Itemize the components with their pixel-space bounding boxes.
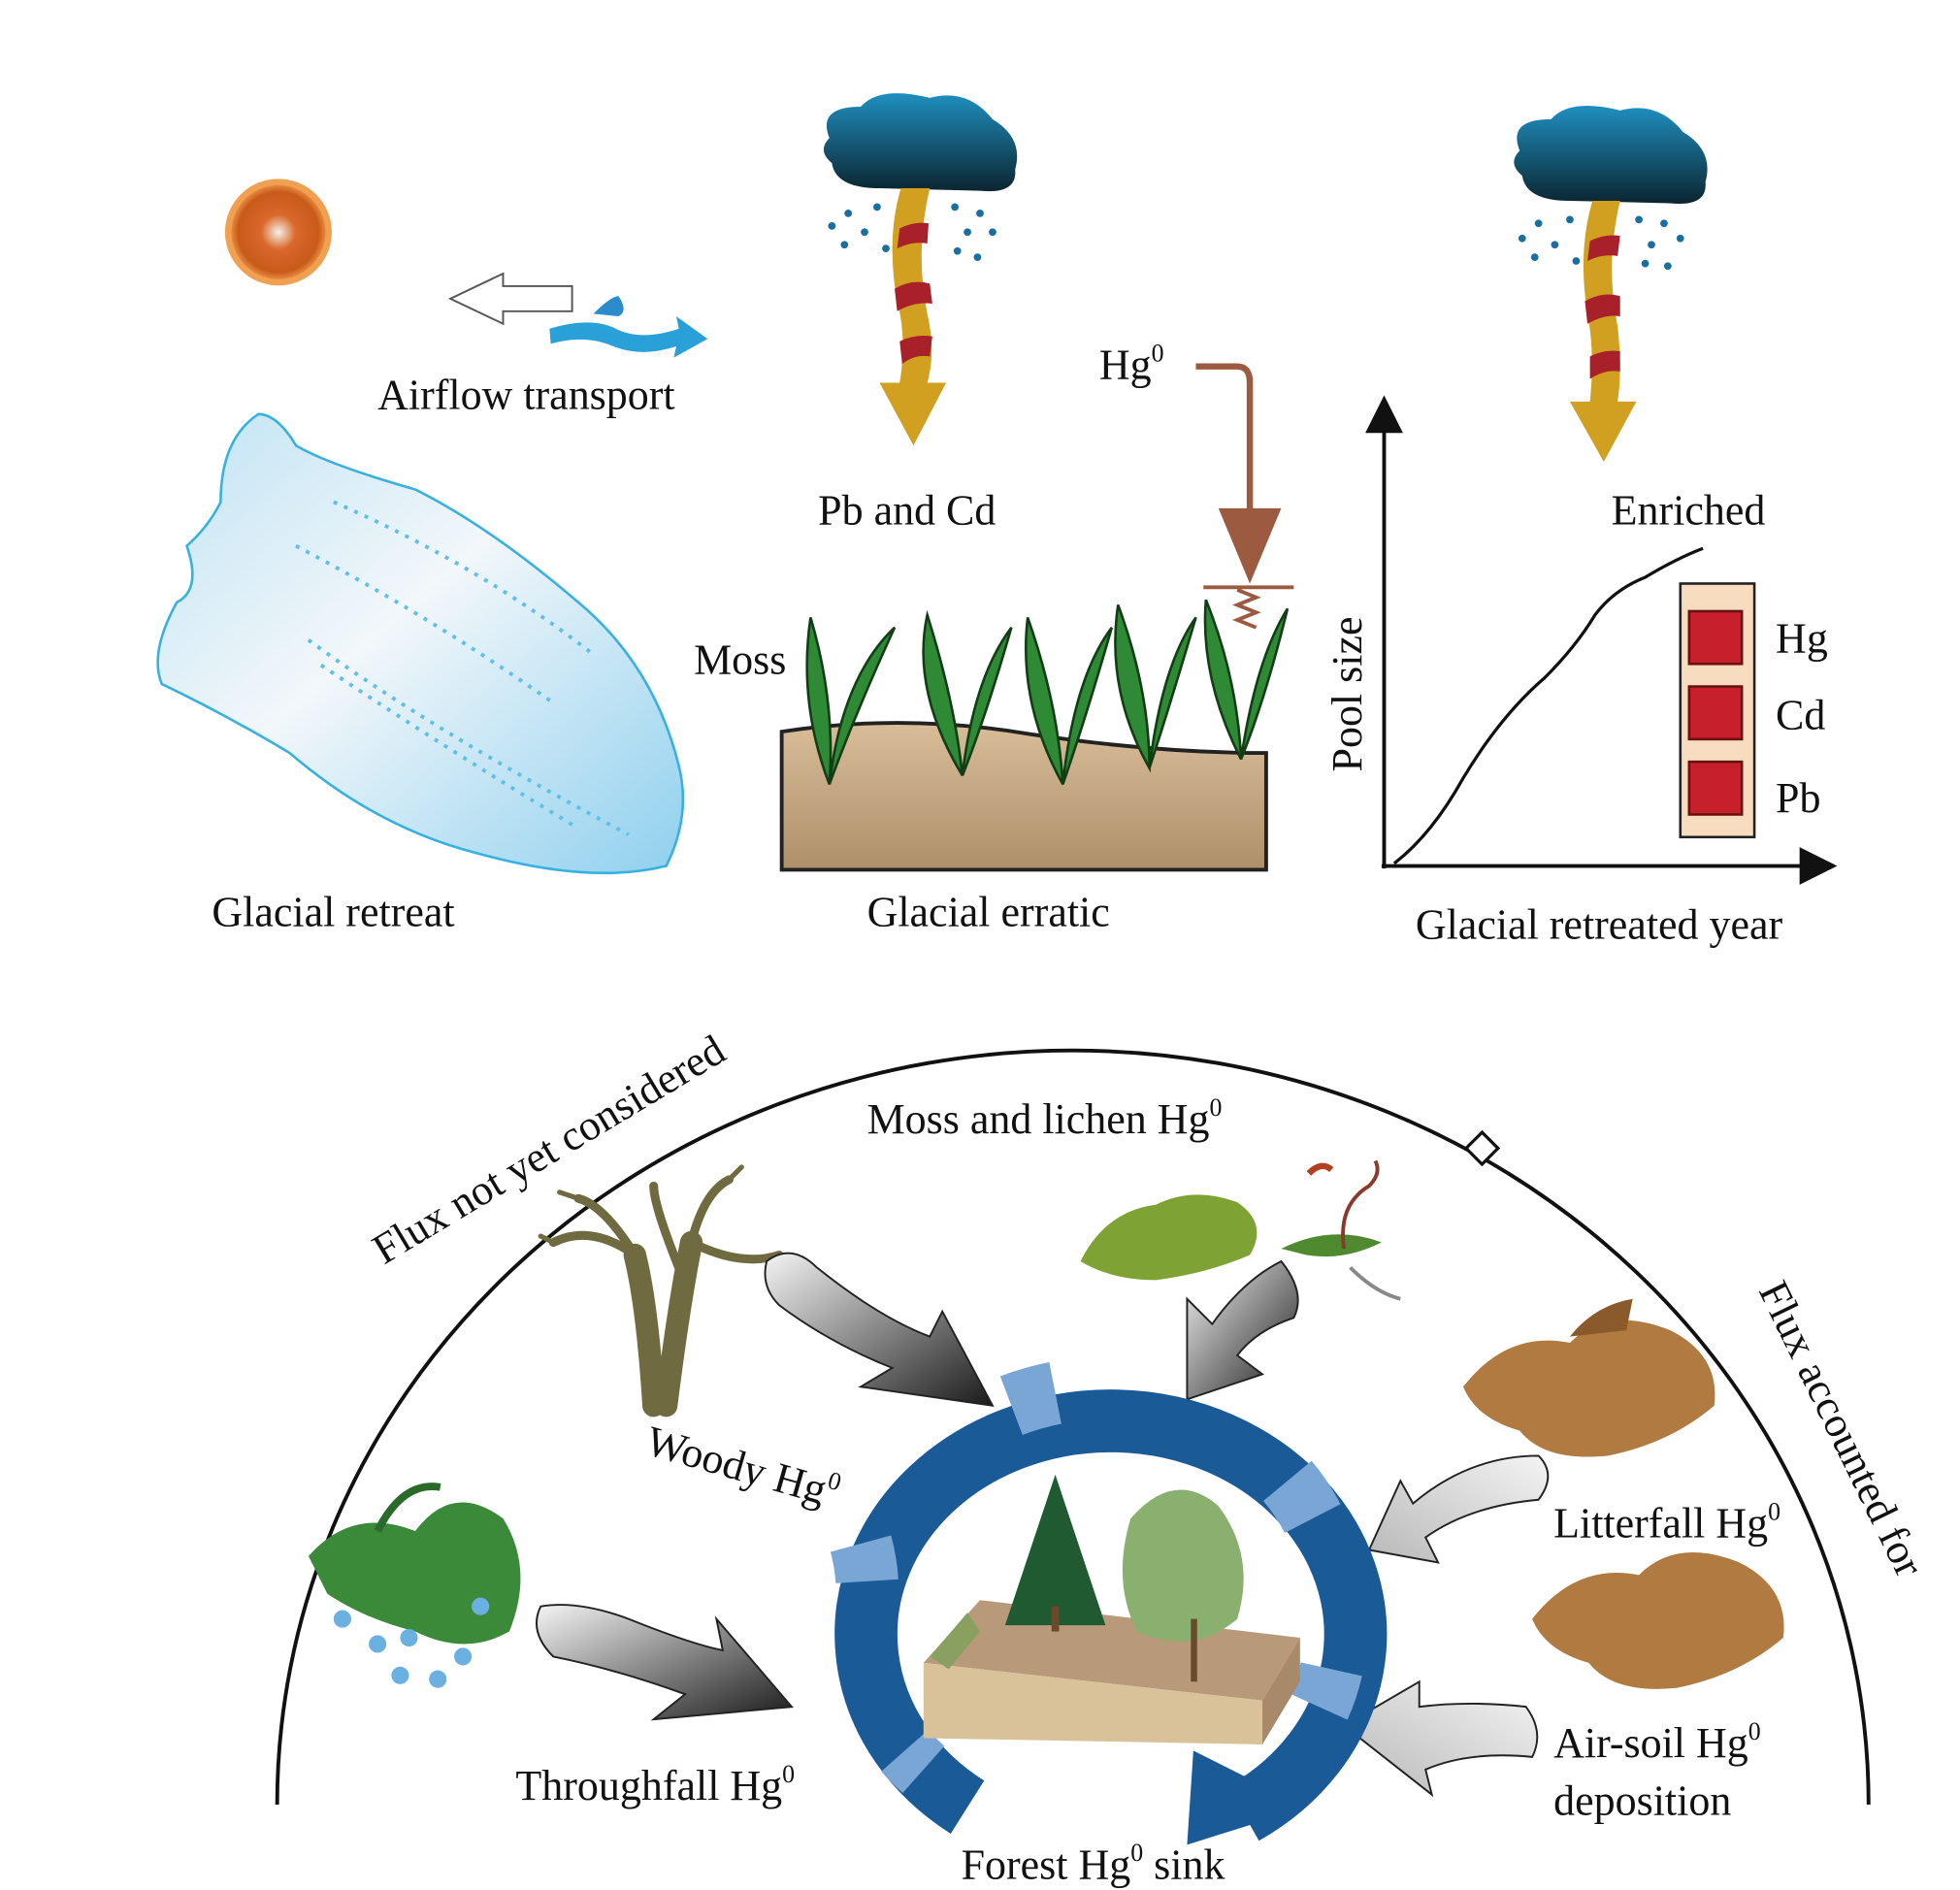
glacial-retreat-label: Glacial retreat bbox=[212, 889, 454, 936]
legend-swatch-cd bbox=[1687, 685, 1744, 741]
rain-cloud-icon-2 bbox=[1514, 106, 1708, 271]
litterfall-flux-arrow-icon bbox=[1367, 1454, 1550, 1564]
hg0-arrowhead-icon bbox=[1218, 507, 1282, 584]
pool-size-label: Pool size bbox=[1323, 616, 1371, 771]
glacier-illustration bbox=[156, 412, 685, 875]
legend-swatch-hg bbox=[1687, 609, 1744, 666]
flux-accounted-for-label: Flux accounted for bbox=[1749, 1274, 1934, 1584]
forest-hg0-sink-label: Forest Hg0 sink bbox=[962, 1839, 1225, 1888]
pool-size-curve bbox=[1392, 546, 1704, 865]
pool-size-graph: Pool size Glacial retreated year Hg Cd P… bbox=[1323, 395, 1838, 949]
water-drop-icon bbox=[593, 296, 624, 316]
moss-plants bbox=[805, 599, 1290, 786]
glacial-retreated-year-label: Glacial retreated year bbox=[1416, 901, 1783, 949]
forest-trees-icon bbox=[1004, 1474, 1244, 1682]
airflow-transport-label: Airflow transport bbox=[377, 372, 674, 419]
pb-and-cd-label: Pb and Cd bbox=[818, 487, 996, 535]
lichen-moss-icon bbox=[1080, 1159, 1401, 1301]
dead-tree-icon bbox=[538, 1164, 784, 1418]
glacier-crevasses bbox=[295, 500, 630, 836]
hg0-deposition-arrow-icon bbox=[1195, 363, 1254, 515]
enriched-deposition-arrow-icon bbox=[1569, 200, 1637, 463]
deposition-label: deposition bbox=[1553, 1776, 1731, 1824]
boundary-diamond-marker bbox=[1463, 1129, 1501, 1167]
woody-hg0-label: Woody Hg0 bbox=[641, 1415, 845, 1516]
legend-swatch-pb bbox=[1687, 760, 1744, 816]
sun-icon bbox=[224, 179, 332, 286]
moss-label: Moss bbox=[694, 636, 786, 684]
hg0-zigzag-icon bbox=[1203, 585, 1294, 630]
throughfall-flux-arrow-icon bbox=[536, 1604, 794, 1721]
legend-label-pb: Pb bbox=[1776, 774, 1820, 822]
air-soil-flux-arrow-icon bbox=[1342, 1679, 1539, 1798]
flux-boundary-arc bbox=[275, 1048, 1871, 1806]
left-airflow-arrow-icon bbox=[447, 272, 573, 326]
litter-leaves-icon bbox=[1462, 1298, 1715, 1457]
forest-soil-block-icon bbox=[923, 1600, 1300, 1744]
forest-sink-cycle-ring bbox=[830, 1362, 1388, 1845]
pb-cd-deposition-arrow-icon bbox=[879, 188, 947, 446]
glacial-erratic-soil bbox=[779, 721, 1268, 872]
glacial-erratic-label: Glacial erratic bbox=[867, 889, 1110, 936]
legend-swatches bbox=[1687, 609, 1744, 816]
moss-lichen-flux-arrow-icon bbox=[1186, 1259, 1299, 1401]
moss-lichen-hg0-label: Moss and lichen Hg0 bbox=[867, 1093, 1223, 1143]
air-soil-hg0-label: Air-soil Hg0 bbox=[1553, 1717, 1761, 1767]
throughfall-hg0-label: Throughfall Hg0 bbox=[515, 1760, 795, 1809]
blue-wind-arrow-icon bbox=[549, 315, 708, 358]
legend-label-cd: Cd bbox=[1776, 692, 1825, 739]
woody-flux-arrow-icon bbox=[764, 1252, 995, 1407]
enriched-label: Enriched bbox=[1612, 487, 1766, 535]
rain-cloud-icon bbox=[823, 93, 1018, 262]
throughfall-plant-icon bbox=[308, 1483, 521, 1688]
litterfall-hg0-label: Litterfall Hg0 bbox=[1553, 1497, 1780, 1547]
air-soil-leaves-icon bbox=[1532, 1552, 1784, 1689]
hg0-label: Hg0 bbox=[1099, 340, 1164, 389]
legend-label-hg: Hg bbox=[1776, 615, 1828, 663]
